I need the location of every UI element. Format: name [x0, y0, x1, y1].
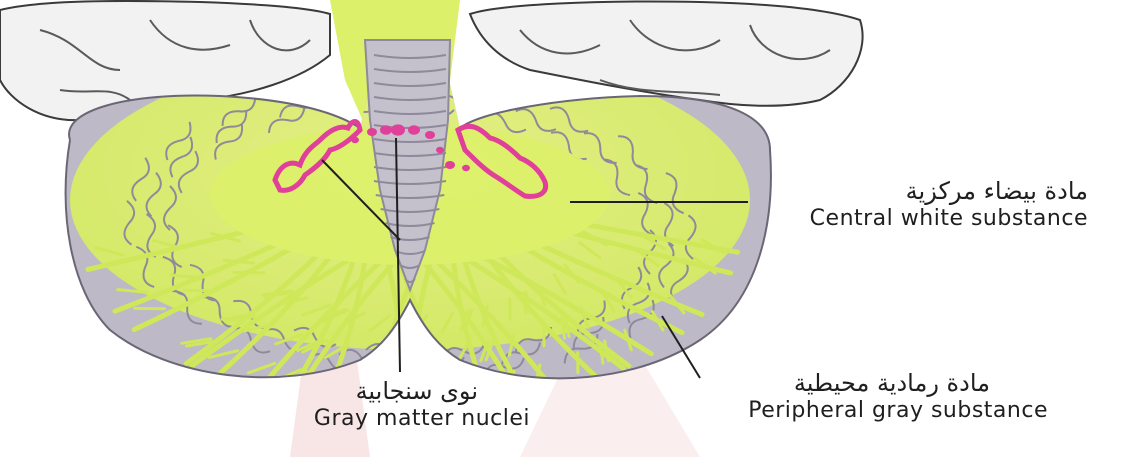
label-central-en: Central white substance	[748, 206, 1088, 231]
folium	[467, 87, 513, 108]
nucleus-dot	[462, 165, 470, 171]
nucleus-dot	[425, 131, 435, 139]
nucleus-dot	[380, 125, 392, 135]
label-central-ar: مادة بيضاء مركزية	[748, 178, 1088, 206]
label-peripheral-en: Peripheral gray substance	[658, 398, 1048, 423]
label-gray-ar: نوى سنجابية	[250, 378, 530, 406]
nucleus-dot	[436, 147, 444, 153]
cerebrum-right	[470, 2, 863, 106]
white-matter-twig	[388, 349, 405, 365]
nucleus-dot	[408, 125, 420, 135]
label-peripheral-ar: مادة رمادية محيطية	[658, 370, 1048, 398]
white-matter-twig	[418, 348, 432, 366]
label-gray-en: Gray matter nuclei	[250, 406, 530, 431]
nucleus-dot	[391, 124, 405, 135]
nucleus-dot	[445, 161, 455, 169]
white-matter-twig	[393, 349, 410, 366]
label-peripheral-gray-substance: مادة رمادية محيطية Peripheral gray subst…	[658, 370, 1048, 423]
label-gray-matter-nuclei: نوى سنجابية Gray matter nuclei	[250, 378, 530, 431]
nucleus-dot	[367, 128, 377, 136]
label-central-white-substance: مادة بيضاء مركزية Central white substanc…	[748, 178, 1088, 231]
folium	[294, 79, 339, 108]
nucleus-dot	[351, 137, 359, 143]
